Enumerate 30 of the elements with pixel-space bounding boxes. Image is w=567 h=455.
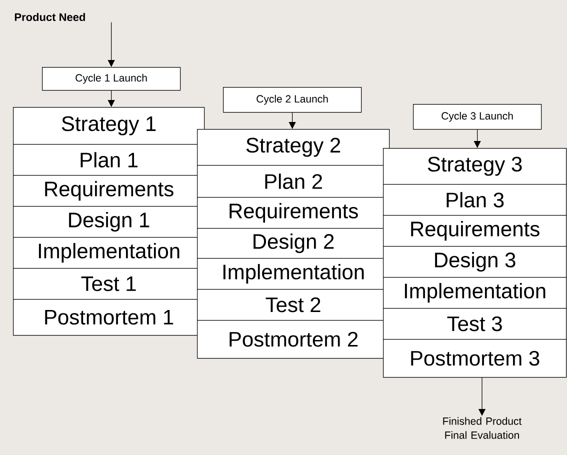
stage-box: Test 2 — [197, 289, 390, 321]
arrow — [108, 90, 115, 107]
stage-box: Postmortem 2 — [197, 320, 390, 359]
stage-box: Implementation — [197, 258, 390, 290]
stage-box: Strategy 3 — [383, 148, 567, 185]
stage-box: Test 1 — [13, 268, 205, 300]
stage-box: Plan 3 — [383, 184, 567, 216]
stage-box: Design 3 — [383, 246, 567, 278]
arrow — [108, 22, 115, 67]
stage-box: Postmortem 3 — [383, 339, 567, 378]
launch-box: Cycle 1 Launch — [42, 67, 181, 91]
launch-box: Cycle 2 Launch — [223, 87, 362, 113]
stage-box: Postmortem 1 — [13, 299, 205, 336]
stage-box: Plan 2 — [197, 165, 390, 198]
stage-box: Requirements — [197, 197, 390, 229]
launch-box: Cycle 3 Launch — [413, 104, 542, 130]
stage-box: Requirements — [13, 175, 205, 207]
stage-box: Implementation — [383, 277, 567, 309]
stage-box: Requirements — [383, 215, 567, 247]
stage-box: Strategy 2 — [197, 129, 390, 166]
end-label: Finished Product Final Evaluation — [443, 417, 522, 439]
stage-box: Test 3 — [383, 308, 567, 340]
stage-box: Strategy 1 — [13, 107, 205, 145]
stage-box: Design 2 — [197, 228, 390, 259]
stage-box: Implementation — [13, 237, 205, 269]
arrow — [288, 112, 296, 129]
stage-box: Plan 1 — [13, 144, 205, 176]
stage-box: Design 1 — [13, 206, 205, 238]
start-label: Product Need — [14, 12, 85, 22]
arrow — [474, 129, 481, 148]
